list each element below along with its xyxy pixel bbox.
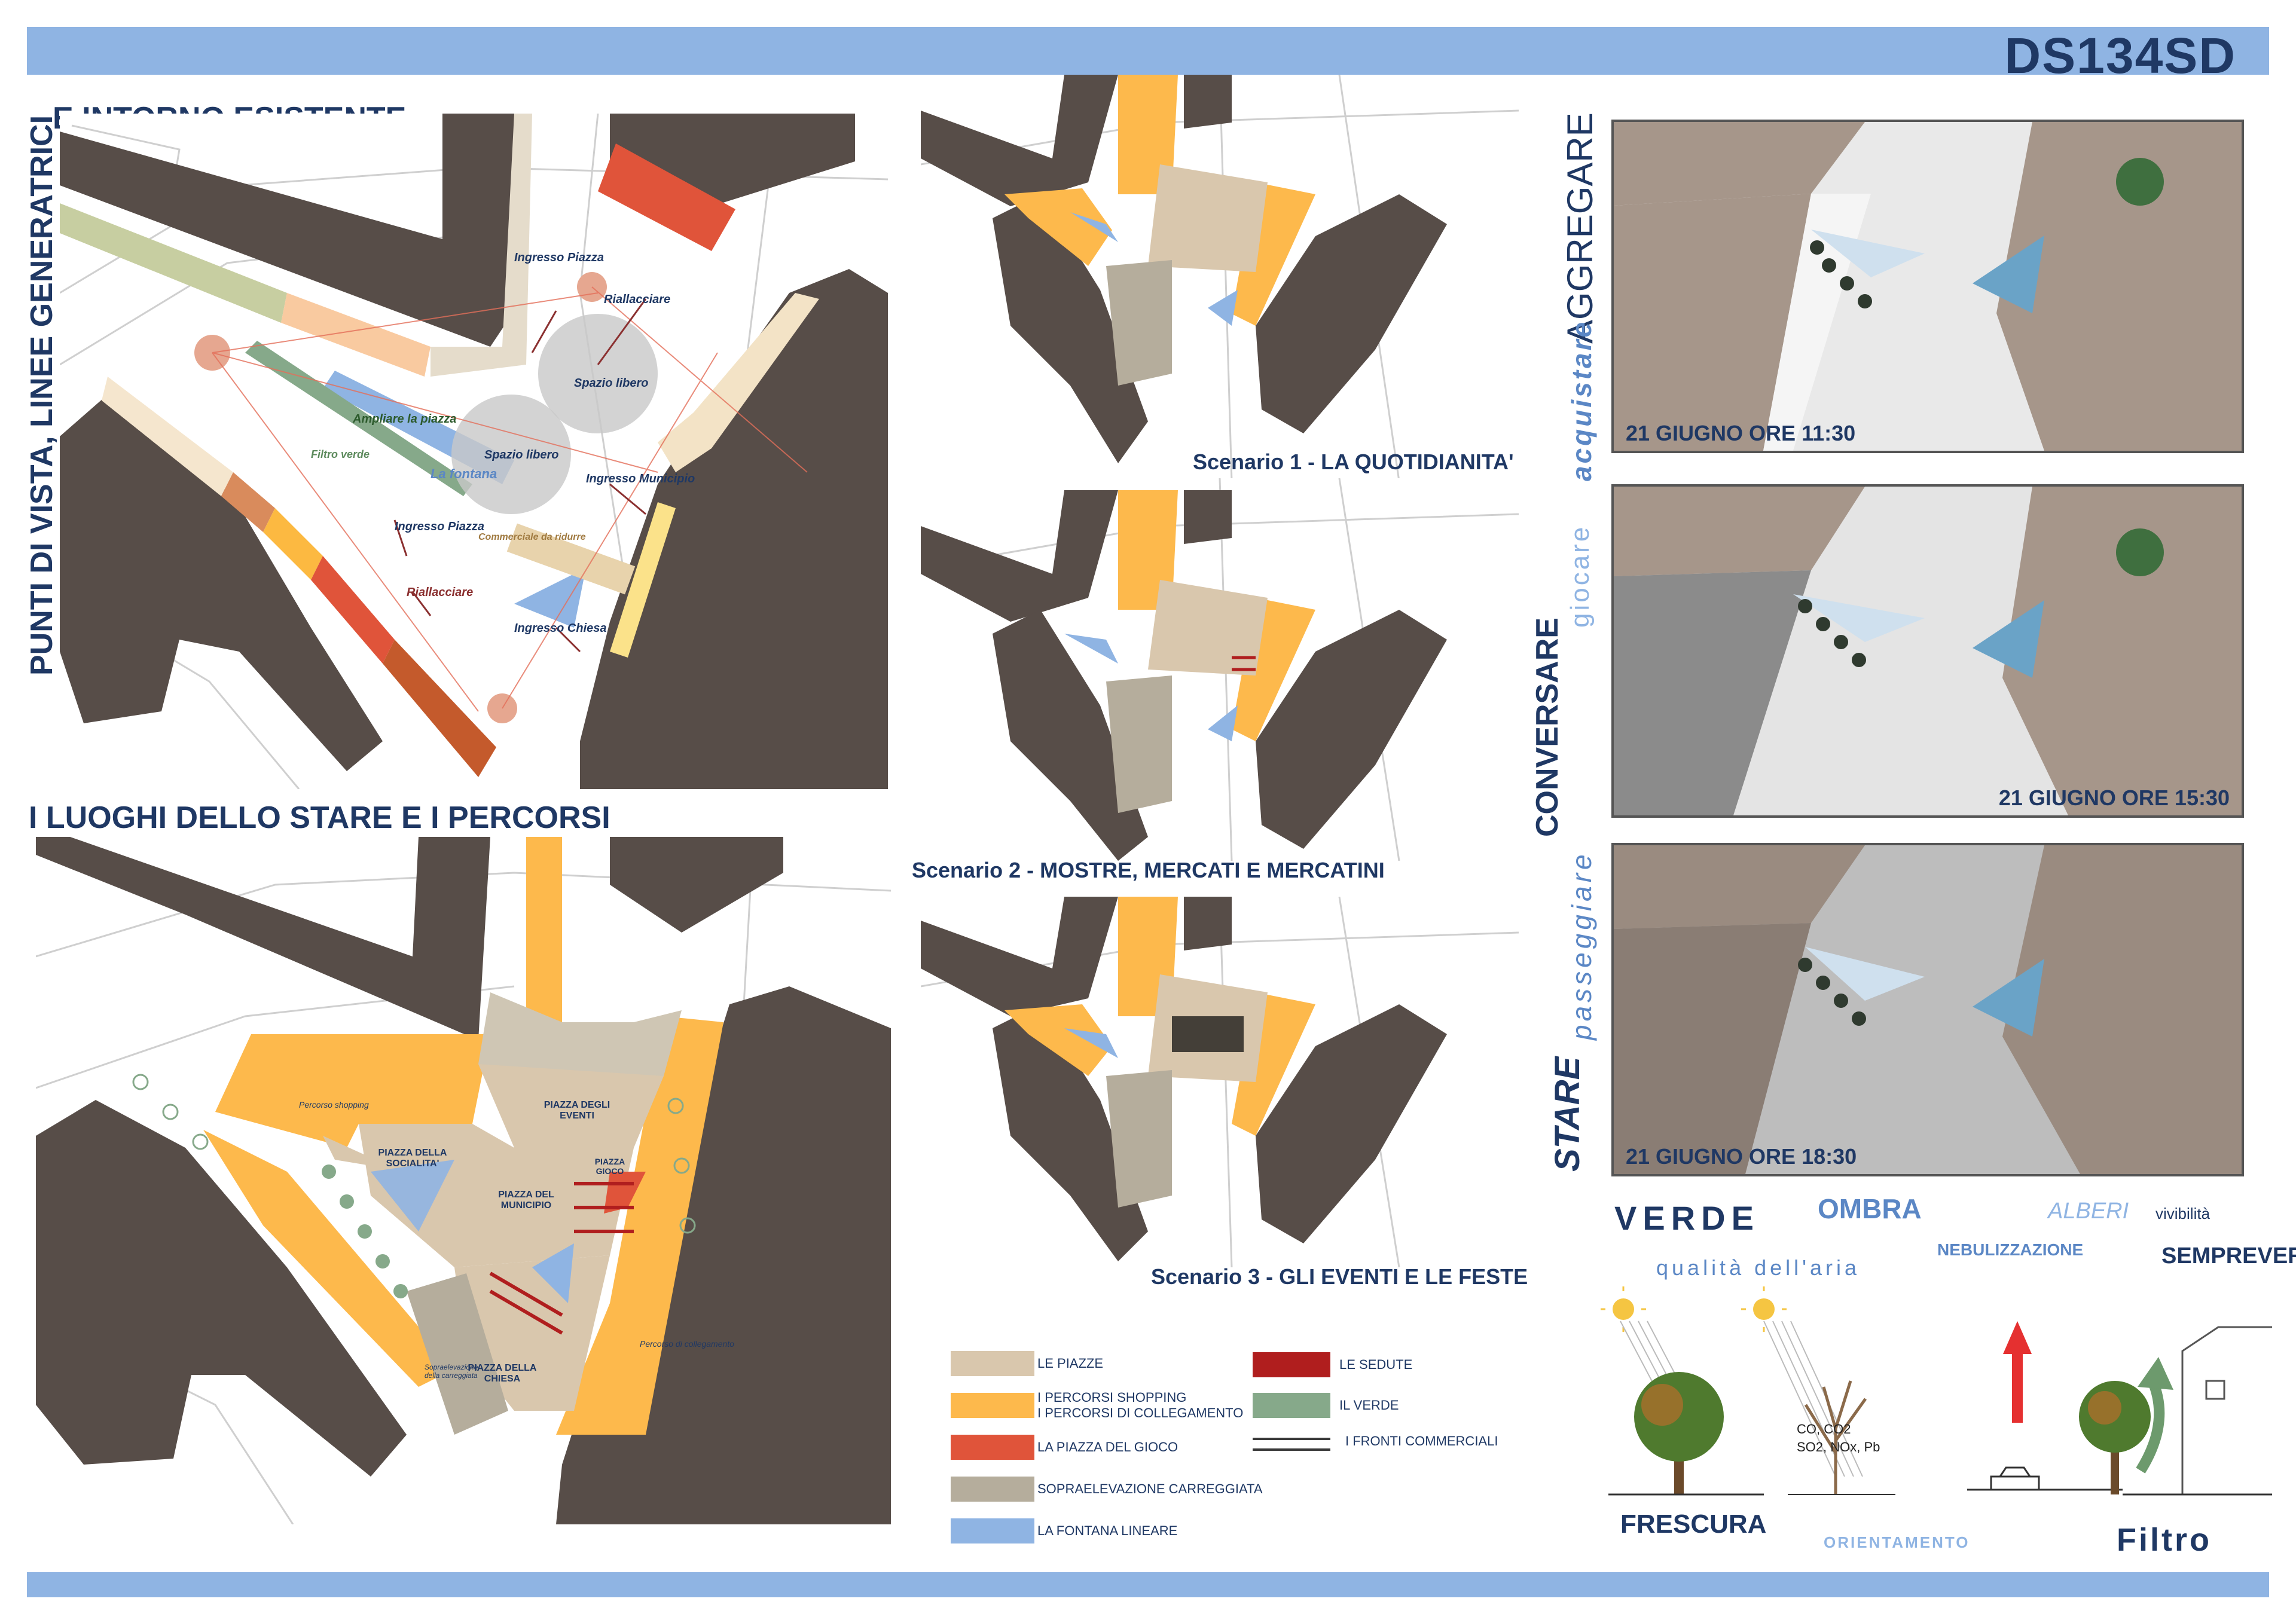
label-ingresso-piazza-top: Ingresso Piazza [514, 251, 604, 264]
section2-title: I LUOGHI DELLO STARE E I PERCORSI [29, 800, 610, 835]
label-piazza-socialita: PIAZZA DELLA SOCIALITA' [378, 1148, 447, 1169]
legend-swatch-piazza-gioco [951, 1435, 1034, 1460]
keyword-filtro: Filtro [2117, 1522, 2212, 1558]
icons-strip [1584, 1285, 2272, 1548]
word-acquistare: acquistare [1566, 319, 1597, 481]
bare-tree-icon [1804, 1380, 1867, 1494]
scenario-2-label: Scenario 2 - MOSTRE, MERCATI E MERCATINI [912, 858, 1385, 882]
label-la-fontana: La fontana [430, 466, 497, 481]
label-spazio-libero-1: Spazio libero [574, 377, 649, 390]
keyword-inquinanti-1: CO, CO2 [1797, 1422, 1851, 1436]
keyword-alberi: ALBERI [2048, 1199, 2129, 1224]
legend-label-sopraelevazione: SOPRAELEVAZIONE CARREGGIATA [1037, 1481, 1263, 1496]
footer-bar [27, 1572, 2269, 1597]
label-ingresso-municipio: Ingresso Municipio [586, 472, 695, 485]
legend-swatch-percorsi [951, 1393, 1034, 1418]
keyword-sempreverdi: SEMPREVERDI [2161, 1243, 2296, 1269]
render-1-time: 21 GIUGNO ORE 11:30 [1626, 421, 1856, 445]
section1-vertical-title: PUNTI DI VISTA, LINEE GENERATRICI [25, 115, 59, 676]
tree-icon [1634, 1372, 1724, 1494]
project-code: DS134SD [2004, 27, 2236, 84]
word-stare: STARE [1548, 1056, 1587, 1172]
label-percorso-shopping: Percorso shopping [299, 1100, 369, 1109]
label-piazza-gioco: PIAZZA GIOCO [594, 1157, 625, 1176]
keyword-inquinanti-2: SO2, NOx, Pb [1797, 1439, 1880, 1454]
keyword-qualita: qualità dell'aria [1656, 1255, 1861, 1280]
legend-swatch-verde [1253, 1393, 1330, 1418]
render-1830: 21 GIUGNO ORE 18:30 [1611, 843, 2244, 1176]
scenario-2-map [921, 478, 1519, 861]
scenario-1-label: Scenario 1 - LA QUOTIDIANITA' [1193, 450, 1514, 474]
render-2-time: 21 GIUGNO ORE 15:30 [1998, 785, 2230, 810]
site-plan-existing: Ingresso Piazza Riallacciare Spazio libe… [60, 114, 888, 789]
legend-label-piazze: LE PIAZZE [1037, 1356, 1104, 1371]
label-sopraelevazione: Sopraelevazione della carreggiata [425, 1363, 478, 1380]
sun-icon [1741, 1286, 1787, 1332]
scenario-1-map [921, 75, 1519, 481]
legend-swatch-fontana [951, 1518, 1034, 1543]
render-1530: 21 GIUGNO ORE 15:30 [1611, 484, 2244, 818]
arrow-up-icon [2003, 1321, 2032, 1423]
label-riallacciare-top: Riallacciare [604, 293, 671, 306]
legend-swatch-sopraelevazione [951, 1477, 1034, 1502]
car-icon [1990, 1466, 2040, 1491]
keyword-orientamento: ORIENTAMENTO [1824, 1533, 1970, 1551]
label-ingresso-chiesa: Ingresso Chiesa [514, 622, 607, 635]
render-3-time: 21 GIUGNO ORE 18:30 [1626, 1144, 1857, 1169]
legend-label-verde: IL VERDE [1339, 1398, 1399, 1413]
label-riallacciare-bottom: Riallacciare [407, 586, 474, 599]
word-giocare: giocare [1565, 524, 1595, 628]
keyword-frescura: FRESCURA [1620, 1509, 1767, 1539]
word-conversare: CONVERSARE [1530, 618, 1565, 837]
legend-label-fronti: I FRONTI COMMERCIALI [1345, 1434, 1498, 1448]
scenario-3-label: Scenario 3 - GLI EVENTI E LE FESTE [1151, 1264, 1528, 1289]
word-passeggiare: passeggiare [1566, 851, 1597, 1040]
render-1130: 21 GIUGNO ORE 11:30 [1611, 120, 2244, 453]
legend-swatch-sedute [1253, 1352, 1330, 1377]
tree-filter-icon [2079, 1357, 2173, 1494]
label-spazio-libero-2: Spazio libero [484, 448, 559, 461]
label-piazza-eventi: PIAZZA DEGLI EVENTI [544, 1100, 610, 1121]
scenario-3-map [921, 897, 1519, 1267]
keyword-vivibilita: vivibilità [2155, 1205, 2210, 1222]
site-plan-places: PIAZZA DEGLI EVENTI PIAZZA DELLA SOCIALI… [36, 837, 891, 1524]
legend-label-piazza-gioco: LA PIAZZA DEL GIOCO [1037, 1439, 1178, 1454]
label-commerciale: Commerciale da ridurre [478, 532, 586, 542]
sun-icon [1601, 1286, 1646, 1332]
legend-swatch-fronti [1253, 1438, 1330, 1451]
label-filtro-verde: Filtro verde [311, 448, 370, 460]
label-piazza-chiesa: PIAZZA DELLA CHIESA [468, 1363, 537, 1384]
legend-label-percorsi: I PERCORSI SHOPPING I PERCORSI DI COLLEG… [1037, 1390, 1244, 1420]
keyword-ombra: OMBRA [1818, 1193, 1922, 1224]
label-percorso-collegamento: Percorso di collegamento [640, 1339, 734, 1349]
header-bar [27, 27, 2269, 75]
keyword-nebulizzazione: NEBULIZZAZIONE [1937, 1240, 2084, 1259]
legend-label-sedute: LE SEDUTE [1339, 1357, 1413, 1372]
label-ingresso-piazza-bottom: Ingresso Piazza [395, 520, 485, 533]
building-icon [2181, 1326, 2272, 1494]
legend-label-fontana: LA FONTANA LINEARE [1037, 1523, 1178, 1538]
word-aggregare: AGGREGARE [1560, 112, 1600, 344]
keyword-verde: VERDE [1614, 1199, 1760, 1237]
label-ampliare: Ampliare la piazza [353, 412, 457, 426]
label-piazza-municipio: PIAZZA DEL MUNICIPIO [498, 1190, 554, 1211]
legend-swatch-piazze [951, 1351, 1034, 1376]
